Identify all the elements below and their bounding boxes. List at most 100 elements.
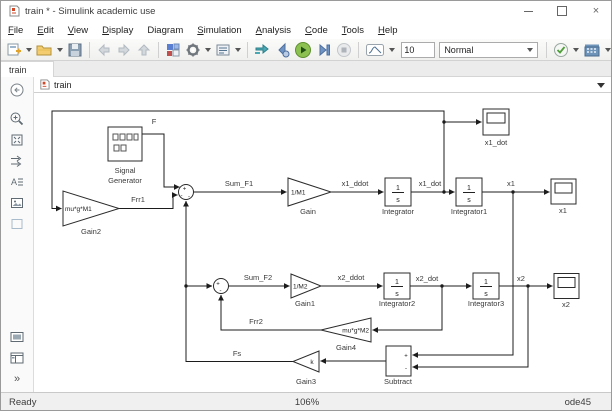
block-sum1[interactable]: + - -: [178, 184, 194, 201]
wire-fs[interactable]: [183, 200, 293, 362]
simulation-mode-value: Normal: [444, 44, 474, 55]
model-configuration-caret[interactable]: [204, 47, 211, 52]
svg-text:mu*g*M1: mu*g*M1: [65, 206, 92, 213]
wire-frr1[interactable]: [119, 192, 178, 209]
viewmark-icon: [10, 331, 24, 342]
menu-edit[interactable]: Edit: [37, 24, 54, 36]
signal-routing-button[interactable]: [6, 150, 28, 171]
block-gain[interactable]: 1/M1 Gain: [287, 177, 333, 216]
navigation-back-button[interactable]: [6, 79, 28, 100]
new-model-caret[interactable]: [26, 47, 32, 52]
menu-analysis[interactable]: Analysis: [255, 24, 292, 36]
annotation-icon: A: [11, 177, 23, 187]
scope-screen: [486, 112, 506, 124]
wire-frr2[interactable]: [218, 294, 321, 331]
breadcrumb-dropdown-icon[interactable]: [597, 83, 605, 88]
svg-text:1: 1: [395, 279, 399, 286]
block-sum2[interactable]: + -: [213, 278, 229, 295]
open-model-button[interactable]: [35, 41, 54, 59]
signal-label-x2-dot: x2_dot: [416, 274, 439, 283]
run-button[interactable]: [293, 41, 313, 59]
back-circle-icon: [10, 83, 24, 96]
menu-help[interactable]: Help: [377, 24, 398, 36]
block-subtract[interactable]: + - Subtract: [384, 345, 413, 386]
svg-text:Gain1: Gain1: [295, 299, 315, 308]
minimize-button[interactable]: [511, 1, 545, 21]
navigate-forward-button[interactable]: [115, 41, 133, 59]
block-gain3[interactable]: k Gain3: [291, 350, 320, 386]
svg-text:1/M2: 1/M2: [293, 284, 308, 291]
area-box-icon: [11, 218, 23, 229]
svg-text:Integrator: Integrator: [382, 207, 415, 216]
block-signal-generator[interactable]: Signal Generator: [107, 126, 143, 185]
block-integrator2[interactable]: 1 s Integrator2: [379, 272, 415, 308]
wire-x2dot-to-gain4[interactable]: [372, 286, 443, 333]
window-title: train * - Simulink academic use: [25, 5, 156, 17]
breadcrumb-model[interactable]: train: [54, 79, 72, 90]
menu-tools[interactable]: Tools: [341, 24, 364, 36]
svg-text:-: -: [405, 366, 407, 372]
main-toolbar: Normal: [1, 39, 611, 61]
svg-text:Generator: Generator: [108, 176, 142, 185]
model-explorer-caret[interactable]: [234, 47, 241, 52]
step-forward-button[interactable]: [315, 41, 333, 59]
block-scope-x2[interactable]: x2: [553, 273, 580, 310]
navigate-up-button[interactable]: [135, 41, 153, 59]
update-model-caret[interactable]: [573, 47, 580, 52]
maximize-button[interactable]: [545, 1, 579, 21]
data-inspector-button[interactable]: [364, 41, 386, 59]
block-gain2[interactable]: mu*g*M1 Gain2: [62, 190, 121, 236]
deploy-to-hardware-caret[interactable]: [605, 47, 611, 52]
menu-display[interactable]: Display: [102, 24, 134, 36]
stop-time-input[interactable]: [401, 41, 436, 58]
block-scope-x1[interactable]: x1: [550, 178, 577, 215]
block-integrator3[interactable]: 1 s Integrator3: [468, 272, 504, 308]
svg-text:mu*g*M2: mu*g*M2: [342, 328, 369, 335]
signal-label-sum-f2: Sum_F2: [244, 273, 272, 282]
save-model-button[interactable]: [66, 41, 84, 59]
step-back-button[interactable]: [273, 41, 291, 59]
wire-x1dot-feedback[interactable]: [51, 110, 445, 212]
menu-bar: File Edit View Display Diagram Simulation Anal…: [1, 21, 611, 40]
menu-view[interactable]: View: [67, 24, 89, 36]
model-browser-button[interactable]: [6, 347, 28, 368]
open-model-caret[interactable]: [57, 47, 63, 52]
signal-label-x1: x1: [507, 179, 515, 188]
status-message: Ready: [9, 397, 37, 408]
block-gain1[interactable]: 1/M2 Gain1: [290, 273, 323, 308]
navigate-back-button[interactable]: [95, 41, 113, 59]
palette-expand-button[interactable]: »: [6, 368, 28, 389]
data-inspector-caret[interactable]: [389, 47, 396, 52]
deploy-to-hardware-button[interactable]: [582, 41, 602, 59]
update-model-button[interactable]: [552, 41, 570, 59]
zoom-in-button[interactable]: [6, 108, 28, 129]
image-annotation-button[interactable]: [6, 192, 28, 213]
block-integrator[interactable]: 1 s Integrator: [382, 177, 415, 216]
wire-x1-to-subtract[interactable]: [412, 192, 514, 358]
simulation-mode-select[interactable]: Normal: [439, 41, 539, 58]
tab-train[interactable]: train: [1, 61, 54, 77]
model-canvas[interactable]: F Frr1 Sum_F1 x1_ddot x1_dot x1 Sum_F2 x…: [34, 93, 611, 392]
block-gain4[interactable]: mu*g*M2 Gain4: [320, 317, 372, 352]
area-annotation-button[interactable]: [6, 213, 28, 234]
stop-button[interactable]: [335, 41, 353, 59]
block-integrator1[interactable]: 1 s Integrator1: [451, 177, 487, 216]
wire-f[interactable]: [142, 133, 180, 190]
viewmarks-button[interactable]: [6, 326, 28, 347]
menu-simulation[interactable]: Simulation: [197, 24, 242, 36]
menu-file[interactable]: File: [8, 24, 24, 36]
annotation-button[interactable]: A: [6, 171, 28, 192]
wire-x2-to-subtract[interactable]: [412, 286, 529, 370]
simulink-model-icon: [8, 5, 20, 17]
menu-code[interactable]: Code: [305, 24, 328, 36]
close-button[interactable]: ×: [579, 1, 611, 21]
model-explorer-button[interactable]: [214, 41, 232, 59]
svg-text:-: -: [181, 194, 183, 200]
fit-to-view-button[interactable]: [6, 129, 28, 150]
menu-diagram[interactable]: Diagram: [147, 24, 184, 36]
library-browser-button[interactable]: [164, 41, 182, 59]
model-configuration-button[interactable]: [184, 41, 202, 59]
new-model-button[interactable]: [5, 41, 23, 59]
block-scope-x1-dot[interactable]: x1_dot: [482, 108, 510, 147]
update-diagram-button[interactable]: [252, 41, 271, 59]
